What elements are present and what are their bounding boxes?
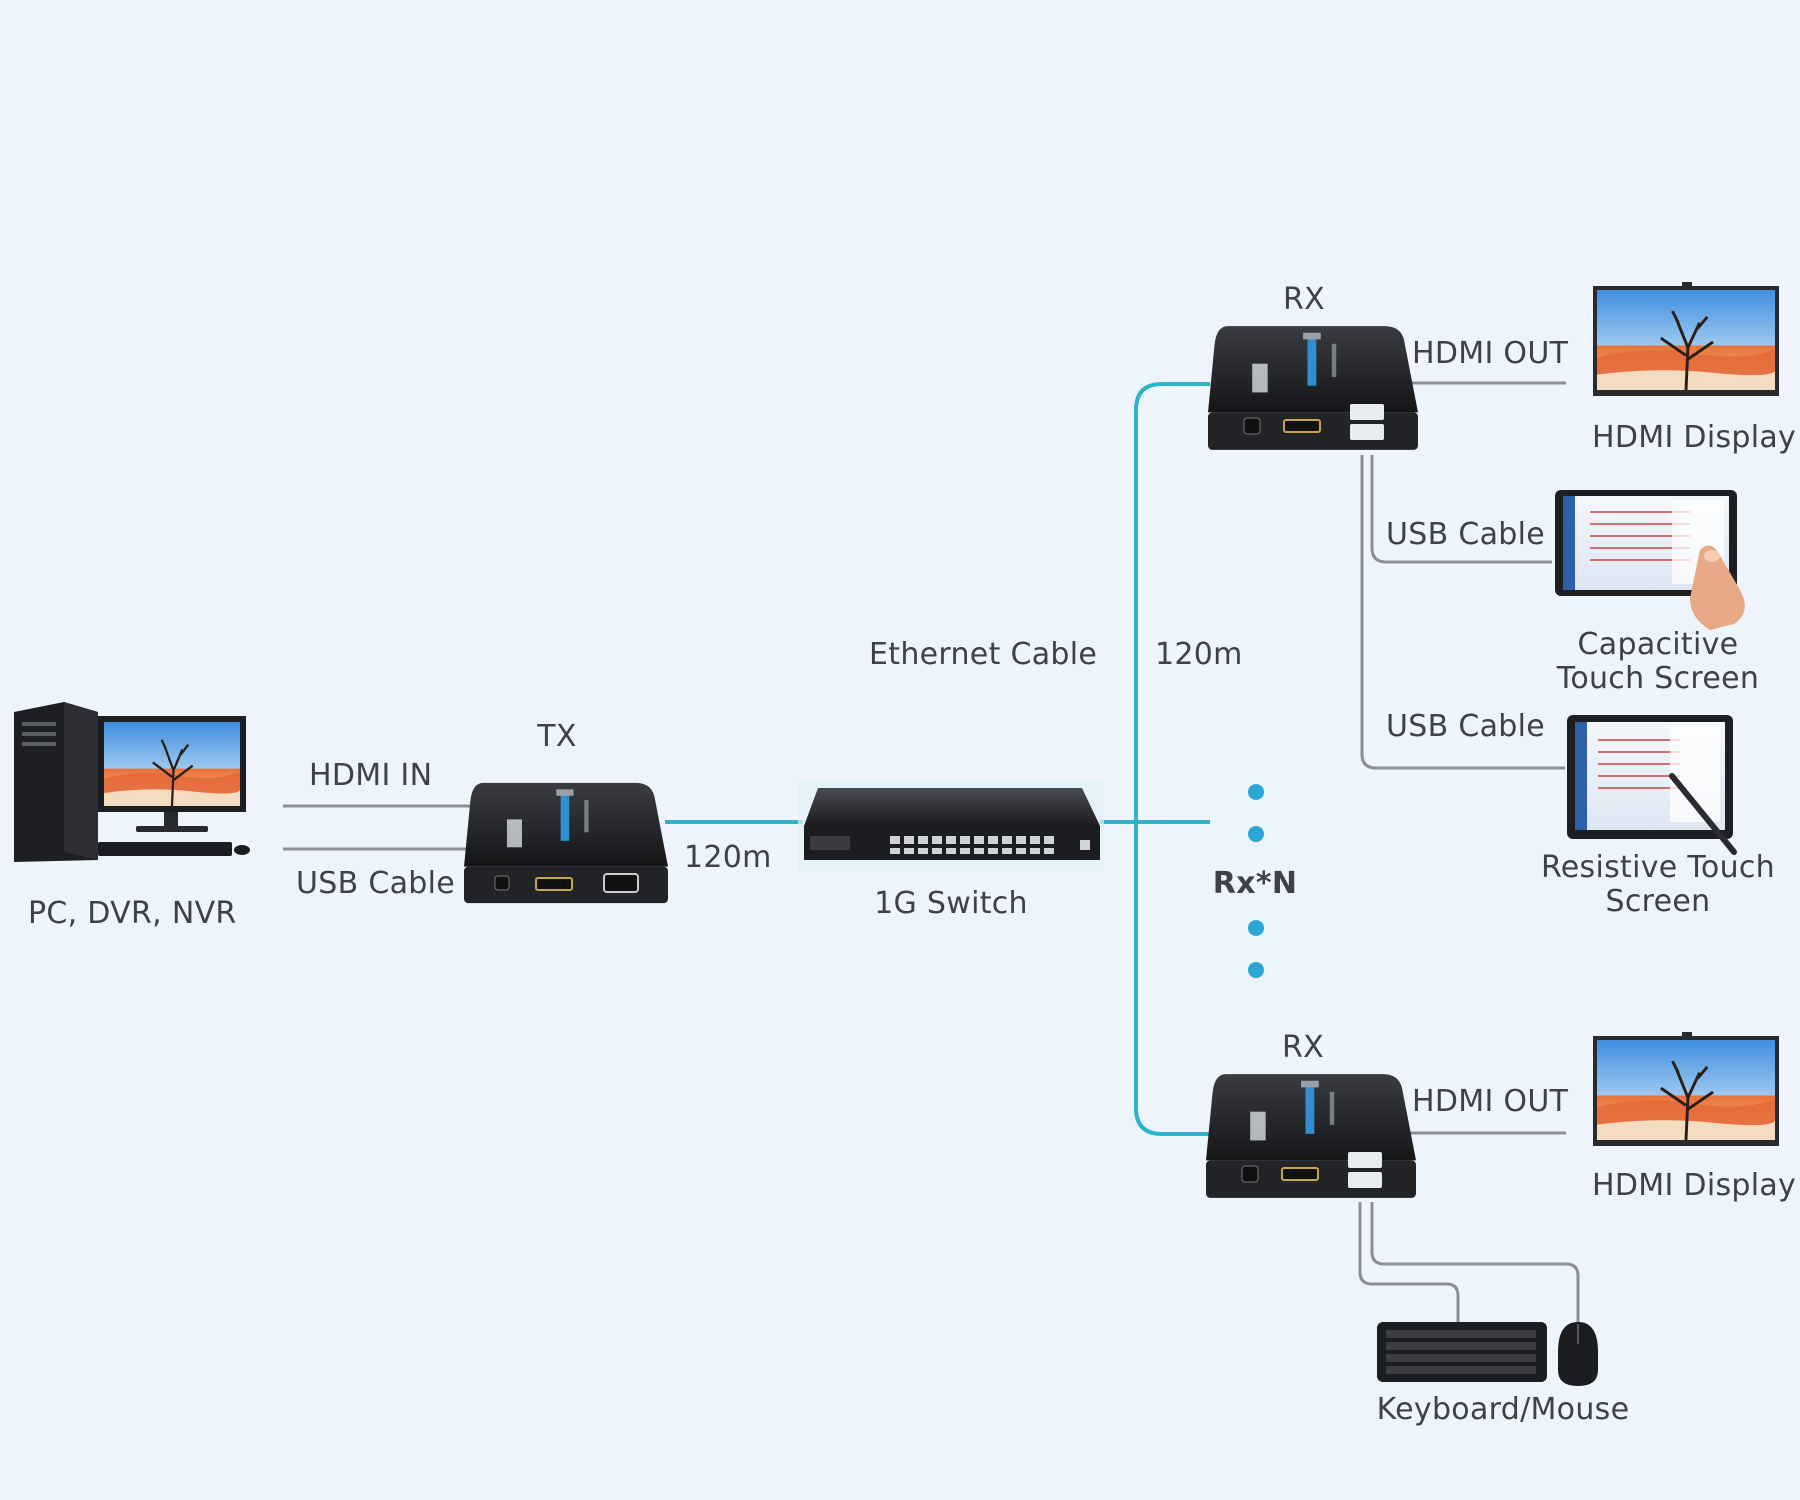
touch-screen-icon xyxy=(1555,490,1737,596)
rx-top-hdmi-out-label: HDMI OUT xyxy=(1412,336,1569,371)
mouse-icon xyxy=(1558,1322,1598,1386)
hdmi-in-label: HDMI IN xyxy=(309,758,433,793)
resistive-touch-label: Resistive Touch Screen xyxy=(1541,850,1775,919)
network-switch-icon xyxy=(798,780,1104,872)
tx-title: TX xyxy=(537,719,577,754)
tx-extender-icon xyxy=(464,782,668,904)
ethernet-trunk xyxy=(1134,382,1212,1136)
rx-top-title: RX xyxy=(1283,282,1325,317)
rx-more-dots xyxy=(1248,784,1264,978)
usb-cable-1 xyxy=(1370,455,1552,564)
usb-mouse-cable xyxy=(1370,1202,1580,1324)
rx-count-label: Rx*N xyxy=(1212,866,1298,901)
finger-icon xyxy=(1690,545,1745,630)
keyboard-icon xyxy=(98,842,250,856)
usb-cable-2 xyxy=(1360,455,1565,770)
keyboard-mouse-label: Keyboard/Mouse xyxy=(1376,1392,1630,1427)
rx-extender-icon xyxy=(1208,326,1418,450)
usb-keyboard-cable xyxy=(1358,1202,1460,1322)
usb-cable-1-label: USB Cable xyxy=(1386,517,1545,552)
source-label: PC, DVR, NVR xyxy=(28,896,237,931)
rx-top-display-label: HDMI Display xyxy=(1592,420,1797,455)
ethernet-cable-label: Ethernet Cable xyxy=(869,637,1098,672)
monitor-icon xyxy=(98,716,246,832)
capacitive-touch-label: Capacitive Touch Screen xyxy=(1556,627,1760,696)
hdmi-display-icon xyxy=(1593,282,1779,396)
stylus-icon xyxy=(1669,773,1737,855)
tx-distance-label: 120m xyxy=(684,840,772,875)
rx-extender-icon xyxy=(1206,1074,1416,1198)
ethernet-distance-label: 120m xyxy=(1155,637,1243,672)
pc-tower-icon xyxy=(14,702,98,862)
rx-bottom-display-label: HDMI Display xyxy=(1592,1168,1797,1203)
hdmi-display-icon xyxy=(1593,1032,1779,1146)
rx-bottom-title: RX xyxy=(1282,1030,1324,1065)
usb-cable-2-label: USB Cable xyxy=(1386,709,1545,744)
switch-label: 1G Switch xyxy=(874,886,1028,921)
keyboard-icon xyxy=(1377,1322,1547,1382)
rx-bottom-hdmi-out-label: HDMI OUT xyxy=(1412,1084,1569,1119)
usb-in-label: USB Cable xyxy=(296,866,455,901)
cables xyxy=(283,381,1580,1324)
